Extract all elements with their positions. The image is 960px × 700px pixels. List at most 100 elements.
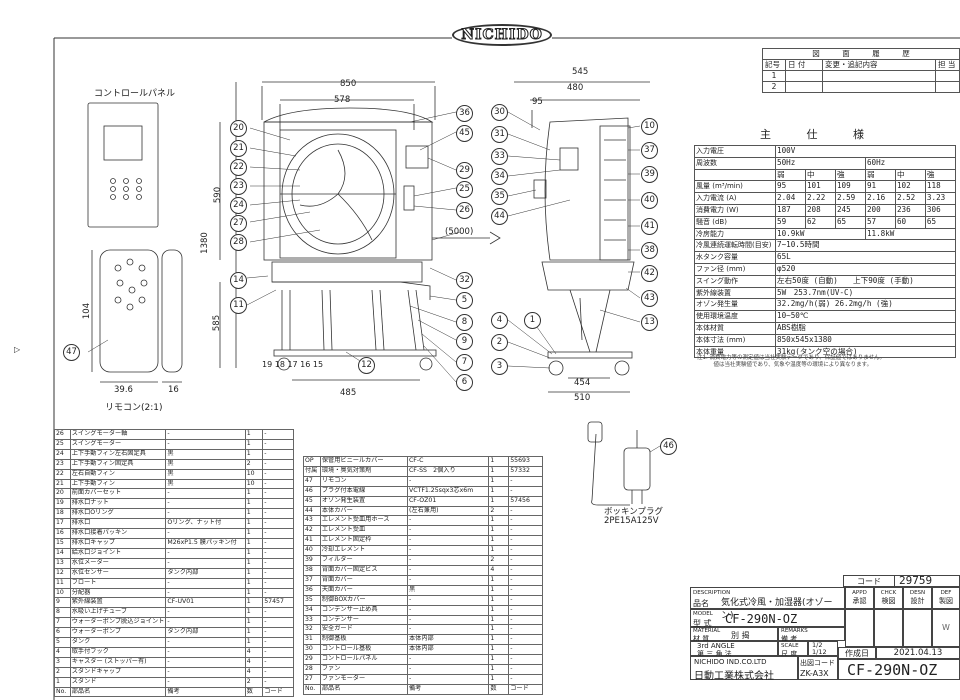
parts-cell: 1	[488, 456, 510, 467]
appd-label: APPD	[852, 590, 867, 596]
parts-cell: 4	[54, 646, 71, 658]
parts-cell: 水位メーター	[69, 557, 167, 569]
parts-cell: 備考	[165, 686, 246, 698]
parts-cell: 排水口Oリング	[69, 508, 167, 520]
revision-row-mark: 2	[762, 81, 786, 93]
company-cell: NICHIDO IND.CO.LTD 日動工業株式会社	[690, 656, 798, 682]
parts-cell: -	[508, 505, 543, 517]
plug-label: ボッキンプラグ 2PE15A125V	[604, 507, 663, 526]
parts-cell: コンデンサー止め具	[319, 604, 408, 616]
parts-cell: -	[508, 555, 543, 566]
parts-cell: 14	[54, 547, 71, 559]
material-value: 別 揭	[731, 631, 750, 640]
desn-label-jp: 設計	[910, 597, 925, 605]
parts-cell: (左右兼用)	[406, 505, 490, 517]
description-label: 品名	[693, 599, 709, 608]
callout-1: 1	[524, 312, 541, 329]
parts-cell: -	[406, 614, 490, 626]
parts-cell: -	[165, 637, 246, 648]
parts-cell: -	[165, 488, 246, 500]
parts-cell: 1	[54, 676, 71, 688]
parts-cell: -	[262, 498, 294, 510]
spec-value: φ520	[775, 262, 956, 276]
parts-cell: -	[262, 676, 294, 688]
spec-value: 5W 253.7nm(UV-C)	[775, 286, 956, 300]
parts-cell: CF-OZ01	[406, 495, 490, 507]
parts-cell: 1	[488, 545, 510, 557]
parts-cell: 35	[303, 594, 321, 606]
callout-29: 29	[456, 162, 473, 179]
parts-cell: 1	[244, 508, 264, 520]
parts-cell: 3	[54, 656, 71, 668]
drawing-code-label: 出図コード	[800, 659, 835, 667]
parts-cell: 1	[488, 624, 510, 636]
parts-cell: 43	[303, 515, 321, 527]
dim-485: 485	[340, 388, 357, 398]
description-label-en: DESCRIPTION	[693, 590, 731, 596]
parts-cell: -	[165, 547, 246, 559]
parts-cell: 1	[488, 525, 510, 537]
dim-850: 850	[340, 79, 357, 89]
plug-drawing	[587, 421, 651, 506]
parts-cell: -	[262, 488, 294, 500]
parts-cell: -	[165, 508, 246, 520]
parts-cell: No.	[54, 686, 71, 698]
parts-cell: -	[262, 438, 294, 450]
parts-cell: -	[262, 508, 294, 520]
parts-cell: タンク内部	[165, 567, 246, 579]
remote-label: リモコン(2:1)	[105, 403, 163, 413]
spec-value: 32.2mg/h(弱) 26.2mg/h (強)	[775, 298, 956, 312]
chck-cell: CHCK 検図	[874, 587, 903, 609]
parts-cell: -	[262, 567, 294, 579]
parts-cell: オゾン発生装置	[319, 495, 408, 507]
parts-cell: -	[508, 594, 543, 606]
code-label: コード	[844, 576, 895, 586]
callout-13: 13	[641, 314, 658, 331]
parts-cell: 排水口ナット	[69, 498, 167, 510]
dim-480: 480	[567, 83, 584, 93]
technical-drawing	[87, 81, 661, 506]
parts-cell: 1	[244, 429, 264, 440]
parts-cell: 27	[303, 673, 321, 685]
parts-cell: -	[406, 515, 490, 527]
parts-cell: 20	[54, 488, 71, 500]
parts-cell: エレメント受皿用ホース	[319, 515, 408, 527]
parts-cell: 上下手動フィン固定具	[69, 458, 167, 470]
parts-cell: コンデンサー	[319, 614, 408, 626]
parts-cell: 天面カバー	[319, 584, 408, 596]
drft-stamp: W	[932, 609, 960, 647]
parts-cell: -	[262, 666, 294, 678]
parts-cell: 冷却エレメント	[319, 545, 408, 557]
parts-cell: 13	[54, 557, 71, 569]
parts-cell: 背面カバー固定ビス	[319, 564, 408, 576]
parts-cell: 制御BOXカバー	[319, 594, 408, 606]
parts-cell: -	[262, 607, 294, 619]
callout-30: 30	[491, 104, 508, 121]
callout-9: 9	[456, 333, 473, 350]
parts-cell: 34	[303, 604, 321, 616]
parts-cell: 本体内部	[406, 644, 490, 656]
parts-cell: -	[165, 528, 246, 539]
parts-cell: -	[262, 637, 294, 648]
spec-value: 850x545x1380	[775, 333, 956, 347]
spec-row: 弱中強弱中強	[694, 168, 957, 182]
company-name-en: NICHIDO IND.CO.LTD	[694, 658, 767, 666]
parts-cell: VCTF1.25sqx3芯x6m	[406, 485, 490, 497]
parts-cell: 1	[244, 518, 264, 530]
parts-cell: -	[262, 429, 294, 440]
callout-23: 23	[230, 178, 247, 195]
parts-cell: -	[508, 624, 543, 636]
parts-cell: -	[508, 475, 543, 487]
